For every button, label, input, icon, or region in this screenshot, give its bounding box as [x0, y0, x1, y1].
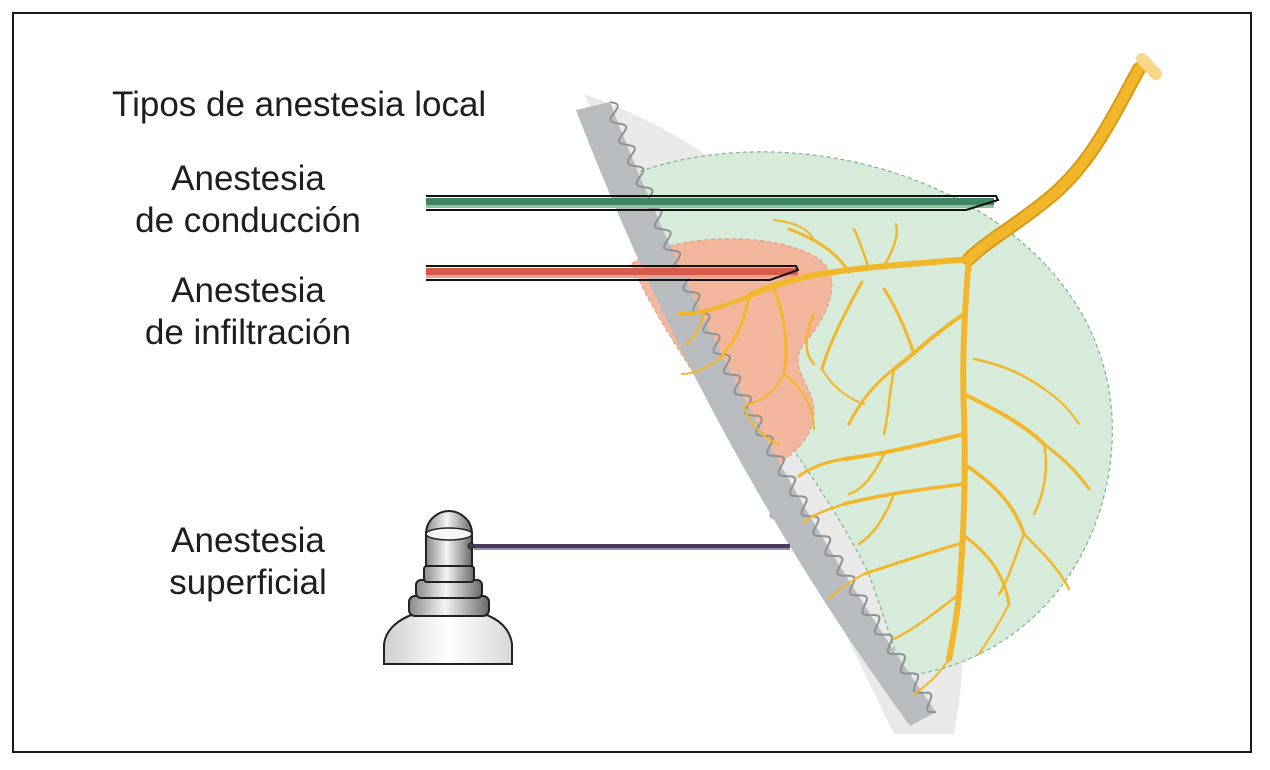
- skin-layer: [576, 102, 936, 726]
- spray-jet: [474, 544, 790, 548]
- infiltration-needle-icon: [426, 265, 800, 281]
- label-conduction: Anestesia de conducción: [108, 158, 388, 242]
- label-infiltration: Anestesia de infiltración: [108, 270, 388, 354]
- skin-papillae-edge: [609, 101, 937, 714]
- label-surface-line1: Anestesia: [171, 521, 325, 560]
- anesthesia-illustration: [383, 53, 1162, 734]
- label-surface: Anestesia superficial: [108, 520, 388, 604]
- diagram-frame: Tipos de anestesia local Anestesia de co…: [12, 12, 1252, 753]
- nerve-tree-icon: [677, 53, 1162, 695]
- label-infiltration-line1: Anestesia: [171, 271, 325, 310]
- label-infiltration-line2: de infiltración: [144, 313, 352, 352]
- spray-can-icon: [383, 509, 513, 665]
- label-conduction-line2: de conducción: [135, 201, 361, 240]
- diagram-title: Tipos de anestesia local: [112, 85, 487, 124]
- label-surface-line2: superficial: [169, 563, 327, 602]
- conduction-needle-icon: [426, 195, 1000, 211]
- label-conduction-line1: Anestesia: [171, 159, 325, 198]
